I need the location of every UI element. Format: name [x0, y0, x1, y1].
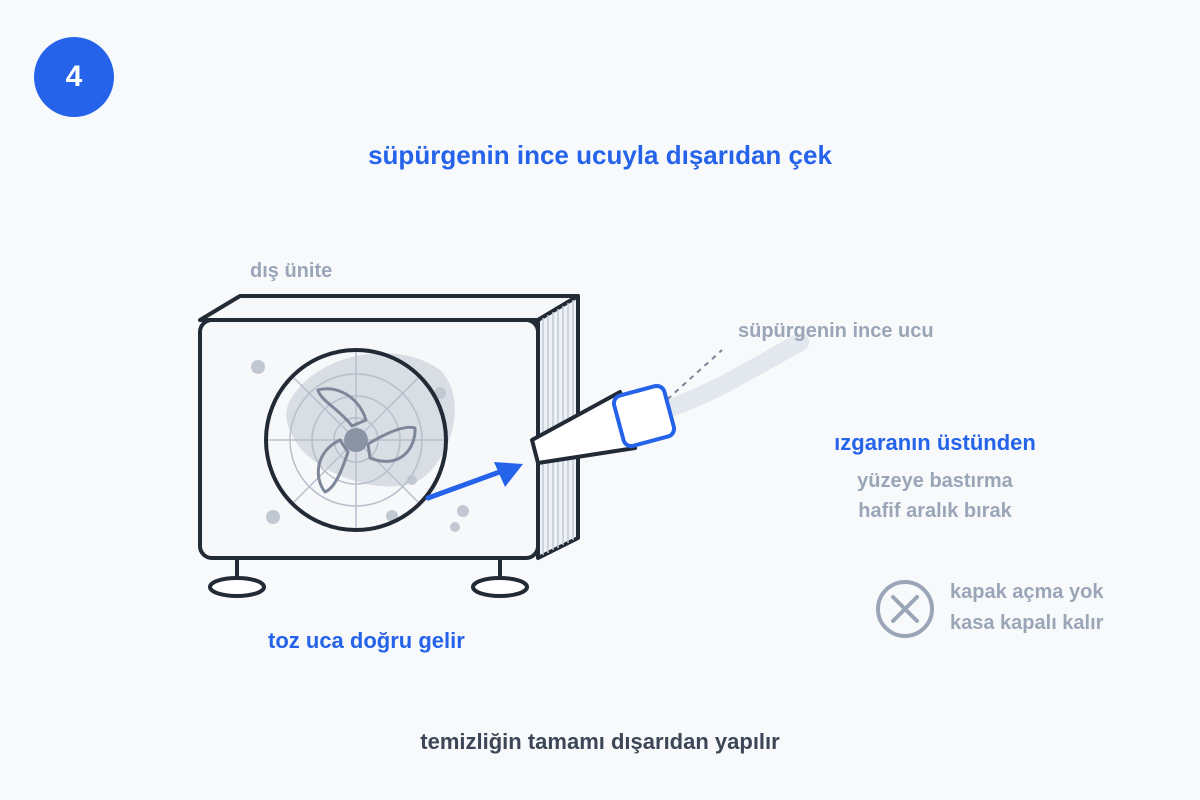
step-number-badge: 4 [34, 37, 114, 117]
dust-cloud [286, 353, 455, 487]
unit-foot-right [471, 558, 529, 598]
page-title: süpürgenin ince ucuyla dışarıdan çek [368, 140, 832, 170]
airflow-arrow [425, 462, 523, 501]
fan-hub [344, 428, 368, 452]
outdoor-unit-label: dış ünite [250, 260, 333, 282]
warning-line-1: kapak açma yok [950, 581, 1104, 603]
nozzle-leader-line [659, 349, 723, 407]
nozzle-label: süpürgenin ince ucu [738, 320, 934, 342]
unit-top-face [198, 294, 580, 322]
vacuum-hose [655, 333, 809, 419]
tip-line-2: hafif aralık bırak [858, 500, 1012, 522]
x-circle-icon [876, 580, 934, 638]
unit-foot-left [208, 558, 266, 598]
warning-line-2: kasa kapalı kalır [950, 612, 1104, 634]
vacuum-nozzle [530, 383, 677, 465]
footer-note: temizliğin tamamı dışarıdan yapılır [420, 729, 780, 754]
tip-line-1: yüzeye bastırma [857, 470, 1013, 492]
dust-particles [251, 360, 469, 532]
dust-flow-label: toz uca doğru gelir [268, 628, 465, 653]
fan-blades [316, 387, 417, 494]
tip-title: ızgaranın üstünden [834, 430, 1036, 455]
